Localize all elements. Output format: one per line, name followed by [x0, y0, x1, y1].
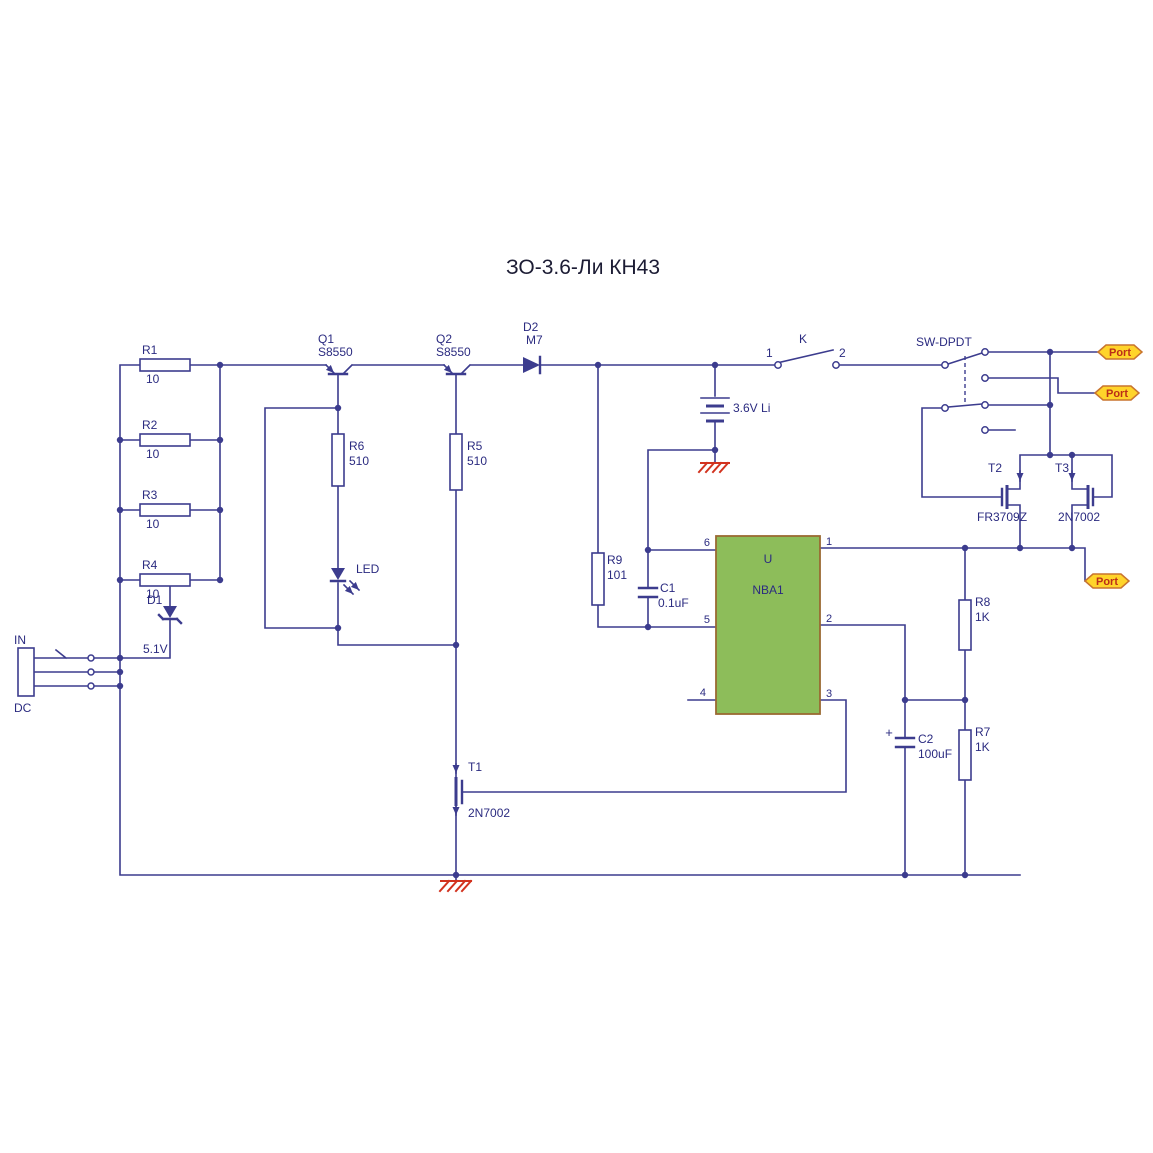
r9-value: 101: [607, 568, 627, 582]
dpdt-throw: [981, 374, 989, 382]
q1-emitter-arrow: [324, 363, 336, 375]
r6-ref: R6: [349, 439, 365, 453]
r9-ref: R9: [607, 553, 623, 567]
battery-value: 3.6V Li: [733, 401, 770, 415]
switch-k-pin2: 2: [839, 346, 846, 360]
resistor-r2: [139, 433, 191, 447]
t1-value: 2N7002: [468, 806, 510, 820]
dpdt-pole-2: [941, 404, 949, 412]
r4-ref: R4: [142, 558, 158, 572]
resistor-r6: [331, 433, 345, 487]
d2-diode-icon: [523, 357, 540, 373]
q2-value: S8550: [436, 345, 471, 359]
r2-value: 10: [146, 447, 160, 461]
r8-value: 1K: [975, 610, 990, 624]
r1-ref: R1: [142, 343, 158, 357]
c1-value: 0.1uF: [658, 596, 689, 610]
ic-pin-2: 2: [826, 613, 832, 625]
led-emission-arrow: [342, 583, 355, 596]
jack-label-in: IN: [14, 633, 26, 647]
led-emission-arrow: [348, 579, 361, 592]
ic-pin-4: 4: [700, 687, 706, 699]
port-flag-1: [1096, 344, 1144, 360]
resistor-r1: [139, 358, 191, 372]
switch-k-terminal-1: [774, 361, 782, 369]
ic-pin-6: 6: [704, 537, 710, 549]
q1-ref: Q1: [318, 332, 334, 346]
resistor-r9: [591, 552, 605, 606]
ic-pin-3: 3: [826, 688, 832, 700]
t2-ref: T2: [988, 461, 1002, 475]
resistor-r5: [449, 433, 463, 491]
ic-value: NBA1: [752, 583, 784, 597]
circuit-wires: [33, 349, 1113, 881]
r5-value: 510: [467, 454, 487, 468]
ic-pin-1: 1: [826, 536, 832, 548]
led-ref: LED: [356, 562, 380, 576]
component-bars: [157, 355, 1095, 805]
d1-ref: D1: [147, 593, 163, 607]
dpdt-throw: [981, 348, 989, 356]
r2-ref: R2: [142, 418, 158, 432]
switch-k-terminal-2: [832, 361, 840, 369]
resistor-r3: [139, 503, 191, 517]
dpdt-ref: SW-DPDT: [916, 335, 972, 349]
switch-k-ref: K: [799, 332, 807, 346]
r3-ref: R3: [142, 488, 158, 502]
resistor-r4: [139, 573, 191, 587]
q1-value: S8550: [318, 345, 353, 359]
c1-ref: C1: [660, 581, 676, 595]
dc-jack-barrel: [17, 647, 35, 697]
port3-label: Port: [1096, 576, 1118, 588]
d2-value: M7: [526, 333, 543, 347]
d2-ref: D2: [523, 320, 539, 334]
t3-value: 2N7002: [1058, 510, 1100, 524]
ic-nba1-body: [715, 535, 821, 715]
t2-value: FR3709Z: [977, 510, 1027, 524]
r3-value: 10: [146, 517, 160, 531]
r6-value: 510: [349, 454, 369, 468]
led-diode-icon: [331, 568, 345, 580]
r5-ref: R5: [467, 439, 483, 453]
c2-ref: C2: [918, 732, 934, 746]
port2-label: Port: [1106, 388, 1128, 400]
r7-ref: R7: [975, 725, 991, 739]
jack-terminal: [87, 682, 95, 690]
r4-value: 10: [146, 587, 160, 601]
r1-value: 10: [146, 372, 160, 386]
t3-ref: T3: [1055, 461, 1069, 475]
port1-label: Port: [1109, 347, 1131, 359]
port-flag-3: [1083, 573, 1131, 589]
schematic-title: ЗО-3.6-Ли КН43: [506, 256, 660, 279]
r8-ref: R8: [975, 595, 991, 609]
c2-value: 100uF: [918, 747, 952, 761]
thick-bars: [454, 404, 1090, 806]
q2-ref: Q2: [436, 332, 452, 346]
resistor-r7: [958, 729, 972, 781]
t1-ref: T1: [468, 760, 482, 774]
ground-symbol: [438, 879, 473, 893]
jack-terminal: [87, 668, 95, 676]
dpdt-throw: [981, 401, 989, 409]
c2-polarity: +: [885, 725, 893, 740]
ic-pin-5: 5: [704, 614, 710, 626]
jack-terminal: [87, 654, 95, 662]
resistor-r8: [958, 599, 972, 651]
port-flag-2: [1093, 385, 1141, 401]
ground-symbol: [697, 461, 730, 474]
d1-value: 5.1V: [143, 642, 168, 656]
r7-value: 1K: [975, 740, 990, 754]
ic-ref: U: [764, 552, 773, 566]
dpdt-pole-1: [941, 361, 949, 369]
d1-zener-icon: [163, 606, 177, 618]
dpdt-throw: [981, 426, 989, 434]
q2-emitter-arrow: [442, 363, 454, 375]
switch-k-pin1: 1: [766, 346, 773, 360]
jack-label-dc: DC: [14, 701, 32, 715]
junction-dots: [116, 348, 1076, 879]
